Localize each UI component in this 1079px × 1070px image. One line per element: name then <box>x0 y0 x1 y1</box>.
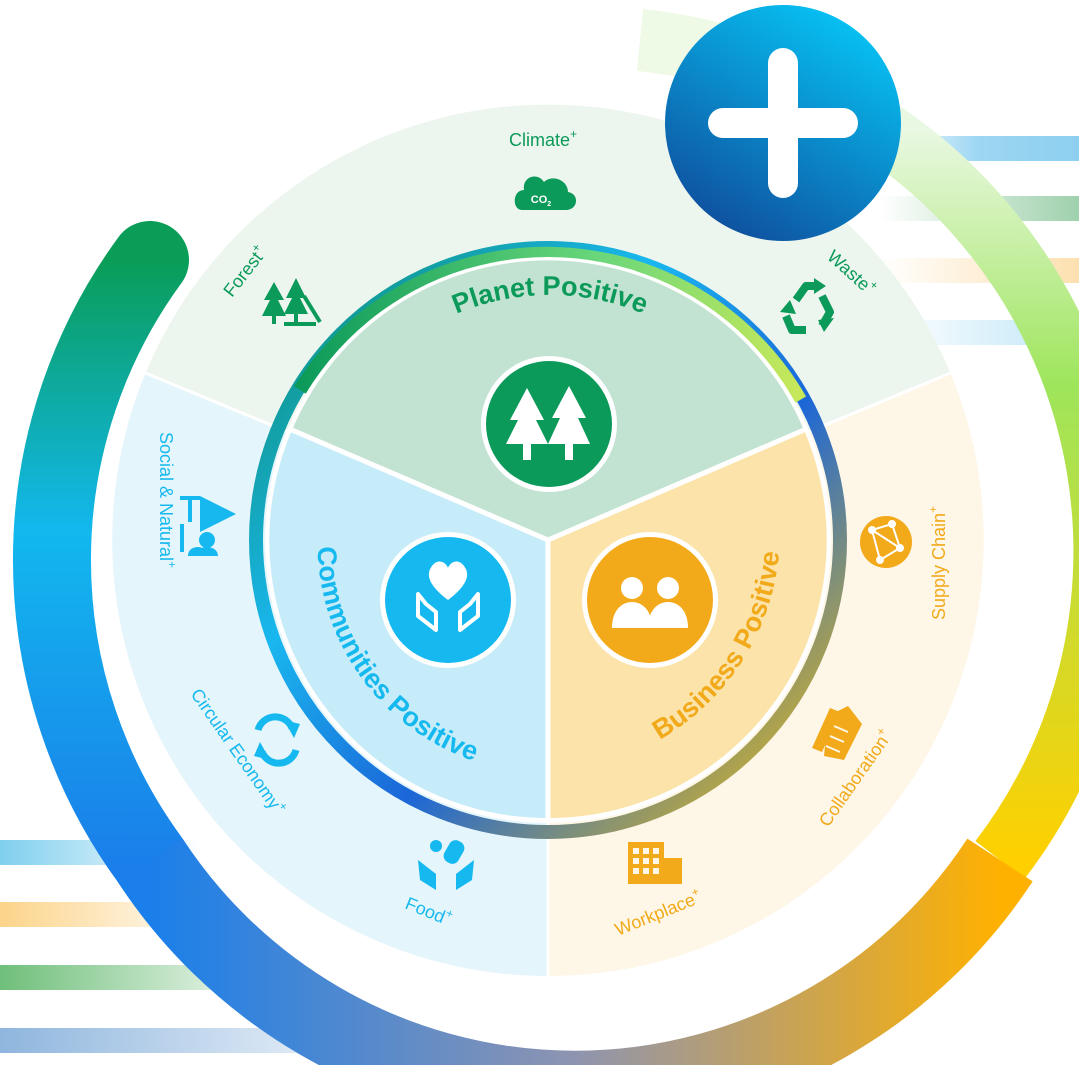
core-divider-right <box>547 427 805 543</box>
plus-icon <box>708 48 858 198</box>
pine-trees-icon <box>506 386 590 460</box>
business-icon-disc <box>587 537 713 663</box>
plus-button[interactable] <box>665 5 901 241</box>
heart-hands-icon <box>416 561 480 632</box>
outer-item-climate[interactable]: Climate+ CO2 <box>509 127 577 210</box>
inner-ring-top <box>294 246 807 404</box>
climate-label: Climate+ <box>509 127 577 150</box>
planet-icon-disc <box>486 361 612 487</box>
svg-text:CO2: CO2 <box>531 194 552 208</box>
outer-arc-bottom <box>117 838 1033 1070</box>
food-hands-icon <box>418 840 474 890</box>
circular-arrows-icon <box>254 713 300 767</box>
building-icon <box>628 842 682 884</box>
tree-person-icon <box>180 496 236 556</box>
outer-arc-right <box>862 104 1079 879</box>
social-natural-label: Social & Natural+ <box>156 432 179 568</box>
co2-cloud-icon: CO2 <box>514 176 577 210</box>
recycle-icon <box>780 278 834 334</box>
core-divider-left <box>291 427 549 543</box>
people-icon <box>612 577 688 628</box>
forest-icon <box>262 278 322 326</box>
network-globe-icon <box>860 516 912 568</box>
supply-chain-label: Supply Chain+ <box>926 506 949 620</box>
outer-arc-left <box>13 221 189 899</box>
handshake-icon <box>812 706 862 760</box>
outer-item-social-natural[interactable]: Social & Natural+ <box>156 432 236 568</box>
outer-item-supply-chain[interactable]: Supply Chain+ <box>860 506 949 620</box>
